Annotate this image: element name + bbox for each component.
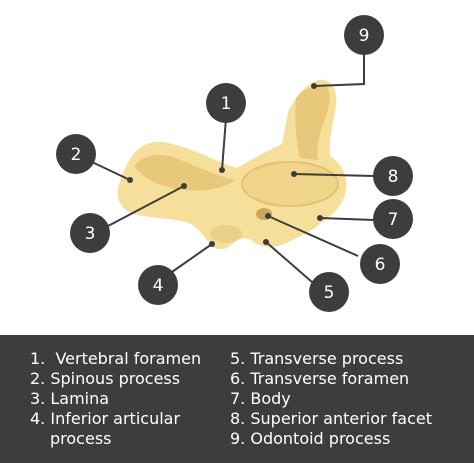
legend-item-continuation: process [50,429,112,448]
vertebra-illustration [117,79,347,250]
leader-3 [107,185,185,227]
leader-4 [171,243,213,273]
marker-4-label: 4 [153,276,164,296]
legend-item: 5. Transverse process [230,349,404,368]
leader-8 [293,173,375,177]
dot-2 [127,177,133,183]
marker-9-label: 9 [359,26,370,46]
marker-3-label: 3 [85,224,96,244]
leader-1 [221,117,227,171]
marker-1: 1 [206,83,246,123]
leader-9 [313,54,365,87]
odontoid-shade [295,85,330,160]
dot-8 [291,171,297,177]
dot-3 [181,183,187,189]
leader-5 [265,241,313,283]
leader-2 [91,161,131,181]
marker-4: 4 [138,265,178,305]
leader-lines [91,54,375,283]
marker-9: 9 [344,15,384,55]
number-markers: 1 2 3 4 5 6 7 [56,15,413,312]
legend-item: 9. Odontoid process [230,429,391,448]
marker-8: 8 [373,156,413,196]
legend-item: 3. Lamina [30,389,110,408]
marker-2-label: 2 [71,145,82,165]
marker-3: 3 [70,213,110,253]
legend-item: 2. Spinous process [30,369,181,388]
legend-item: 8. Superior anterior facet [230,409,433,428]
lamina-shade [134,154,236,191]
leader-dots [127,83,323,247]
dot-9 [311,83,317,89]
legend-item: 1. Vertebral foramen [30,349,202,368]
marker-8-label: 8 [388,167,399,187]
leader-6 [267,215,359,257]
marker-5: 5 [309,272,349,312]
legend-column-right: 5. Transverse process 6. Transverse fora… [230,349,470,449]
legend-item: 7. Body [230,389,291,408]
dot-4 [209,241,215,247]
marker-7: 7 [373,199,413,239]
dot-1 [219,167,225,173]
inferior-facet [210,225,242,243]
legend-item: 6. Transverse foramen [230,369,410,388]
marker-2: 2 [56,134,96,174]
superior-facet [241,161,339,207]
vertebra-diagram: 1 2 3 4 5 6 7 [56,15,413,312]
dot-5 [263,239,269,245]
legend-panel: 1. Vertebral foramen 2. Spinous process … [0,335,474,463]
legend-column-left: 1. Vertebral foramen 2. Spinous process … [30,349,220,449]
dot-7 [317,215,323,221]
marker-1-label: 1 [221,94,232,114]
dot-6 [265,213,271,219]
marker-6: 6 [360,244,400,284]
marker-7-label: 7 [388,210,399,230]
marker-5-label: 5 [324,283,335,303]
leader-7 [319,217,375,221]
marker-6-label: 6 [375,255,386,275]
legend-item: 4. Inferior articular process [30,409,220,449]
